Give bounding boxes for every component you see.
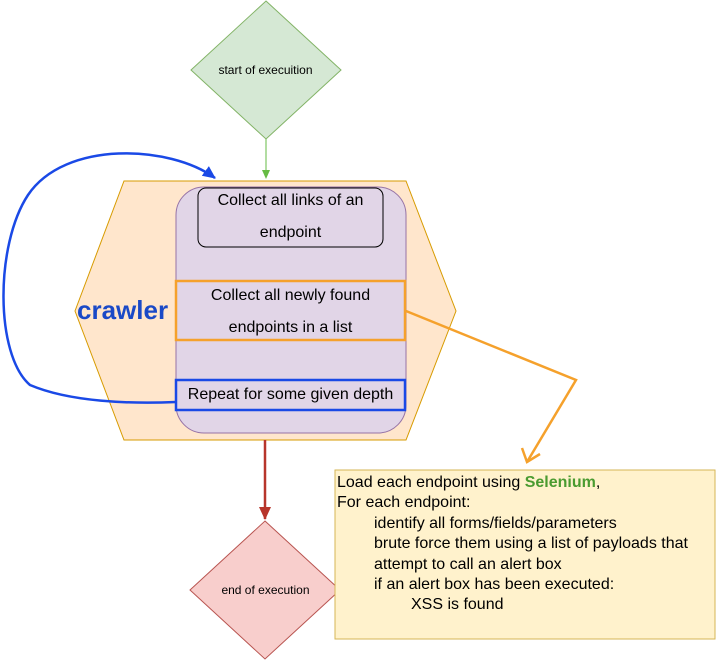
- end-diamond: [189, 520, 341, 660]
- repeat-loop-arrow: [2, 152, 216, 404]
- note-connector-arrowhead: [520, 447, 541, 464]
- collect-endpoints-label: Collect all newly found endpoints in a l…: [210, 287, 371, 336]
- collect-endpoints-box: [174, 279, 407, 342]
- note-line-5: attempt to call an alert box: [374, 555, 562, 573]
- note-line-3: identify all forms/fields/parameters: [374, 514, 617, 532]
- start-label: start of execuition: [218, 63, 313, 77]
- note-line-1: Load each endpoint using Selenium,: [337, 474, 601, 491]
- note-line-4: brute force them using a list of payload…: [374, 535, 688, 553]
- note-connector: [405, 309, 578, 463]
- collect-links-label: Collect all links of an endpoint: [217, 192, 364, 241]
- repeat-box: [174, 378, 407, 412]
- xss-note-text: Load each endpoint using Selenium, For e…: [337, 473, 715, 616]
- end-label: end of execution: [221, 583, 310, 597]
- note-line-2: For each endpoint:: [337, 494, 471, 512]
- selenium-highlight: Selenium: [524, 474, 596, 491]
- crawler-label: crawler: [77, 294, 169, 325]
- xss-note-box: [334, 469, 716, 640]
- note-line-6: if an alert box has been executed:: [374, 576, 615, 594]
- collect-links-box: [197, 187, 384, 248]
- repeat-label: Repeat for some given depth: [187, 386, 394, 403]
- note-line-7: XSS is found: [411, 596, 504, 614]
